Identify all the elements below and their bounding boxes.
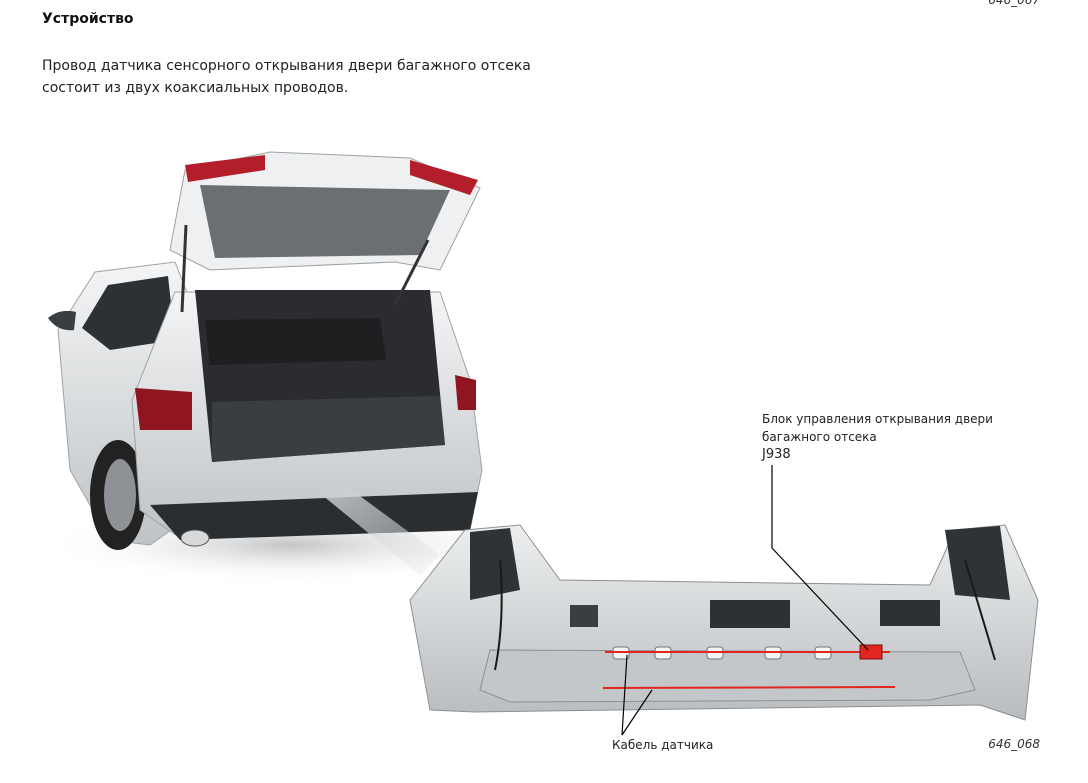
zoom-beam [322, 485, 440, 575]
sensor-cable [602, 651, 896, 689]
leader-line-control-unit-diagonal [771, 547, 869, 651]
control-unit-code: J938 [762, 447, 791, 462]
car-rear-view [40, 151, 540, 585]
control-unit-callout: Блок управления открывания двери багажно… [762, 410, 1022, 464]
intro-line-1: Провод датчика сенсорного открывания две… [42, 58, 531, 74]
sensor-cable-label: Кабель датчика [612, 738, 714, 752]
control-unit-label-line-1: Блок управления открывания двери [762, 412, 993, 426]
leader-line-sensor-cable-2 [621, 689, 653, 736]
figure-id: 646_068 [988, 737, 1040, 751]
rear-bumper [409, 524, 1039, 721]
leader-line-sensor-cable-1 [621, 654, 628, 736]
section-heading: Устройство [42, 11, 134, 27]
control-unit-label-line-2: багажного отсека [762, 430, 877, 444]
intro-paragraph: Провод датчика сенсорного открывания две… [42, 55, 542, 99]
control-unit-j938 [859, 644, 883, 660]
intro-line-2: состоит из двух коаксиальных проводов. [42, 80, 349, 96]
figure-id-top: 646_067 [988, 0, 1040, 7]
